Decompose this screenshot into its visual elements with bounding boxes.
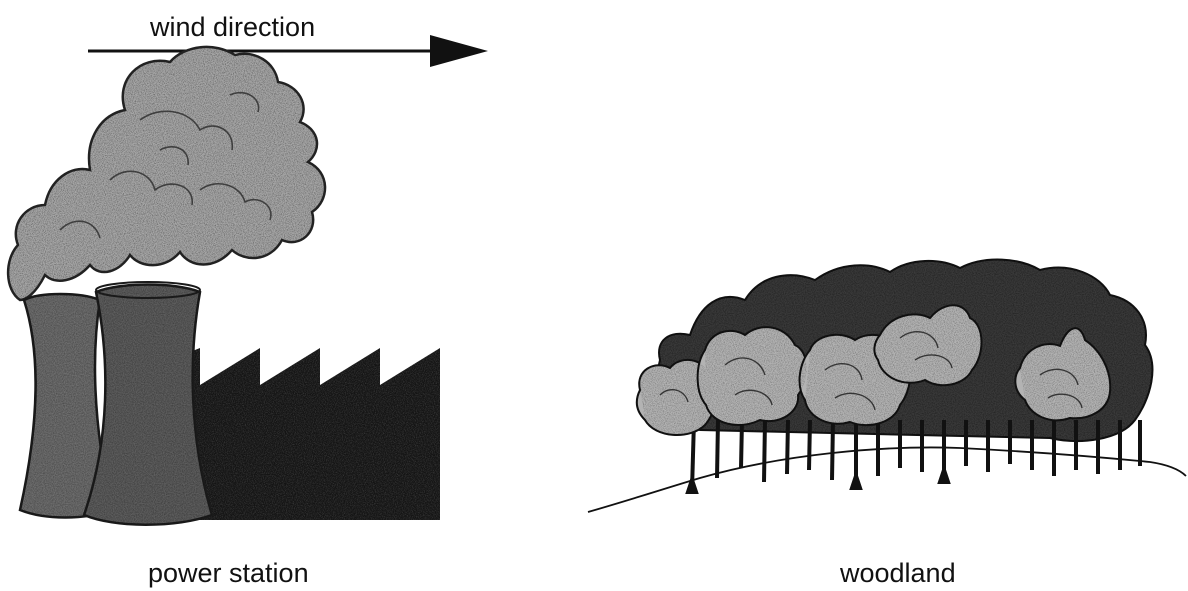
- cooling-tower-front: [82, 281, 214, 526]
- cooling-tower-back: [18, 292, 114, 519]
- factory-building: [190, 348, 440, 520]
- canopy-foreground: [635, 304, 1112, 437]
- tree-trunks: [685, 419, 1142, 494]
- power-station-label: power station: [148, 558, 309, 588]
- smoke-plume: [6, 45, 327, 302]
- power-station-illustration: [6, 45, 440, 526]
- wind-direction-label: wind direction: [150, 12, 316, 42]
- woodland-label: woodland: [840, 558, 956, 588]
- hill-outline: [587, 446, 1187, 513]
- woodland-illustration: [587, 258, 1187, 513]
- wind-direction-arrow: [88, 35, 488, 67]
